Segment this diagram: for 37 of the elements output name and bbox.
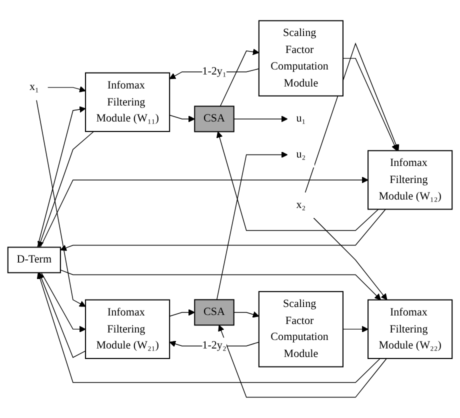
arrow [60, 208, 386, 251]
arrow [313, 218, 388, 300]
edge-label: 1-2y₁ [202, 66, 226, 78]
arrow [40, 272, 86, 332]
node-text: x₁ [29, 81, 39, 94]
arrow [304, 42, 400, 193]
arrow [233, 311, 260, 318]
node-text: u₁ [296, 112, 306, 125]
arrow [38, 131, 94, 248]
arrow [233, 116, 288, 122]
node-box: CSA [194, 299, 234, 326]
edge-label: 1-2y₂ [202, 340, 226, 352]
arrow [342, 58, 398, 151]
arrow [36, 272, 380, 383]
node-box: Scaling Factor Computation Module [258, 291, 344, 368]
node-box: D-Term [7, 246, 61, 274]
arrow [220, 48, 260, 107]
arrow [169, 309, 195, 317]
arrow [342, 326, 368, 332]
node-box: Infomax Filtering Module (W₁₁) [85, 72, 170, 132]
node-box: Infomax Filtering Module (W₁₂) [368, 150, 453, 210]
arrow [169, 114, 195, 122]
node-box: Scaling Factor Computation Module [258, 20, 344, 96]
node-text: x₂ [296, 199, 306, 211]
arrow [218, 324, 387, 398]
arrow [36, 100, 86, 307]
node-box: Infomax Filtering Module (W₂₁) [85, 299, 170, 359]
arrow [40, 176, 368, 248]
node-text: u₂ [296, 148, 306, 160]
arrow [216, 151, 288, 300]
arrow [37, 106, 86, 248]
node-box: Infomax Filtering Module (W₂₂) [368, 299, 453, 359]
arrow [38, 272, 86, 358]
arrow [60, 270, 381, 300]
arrow [47, 86, 86, 92]
node-box: CSA [194, 106, 234, 132]
arrow [216, 131, 379, 231]
